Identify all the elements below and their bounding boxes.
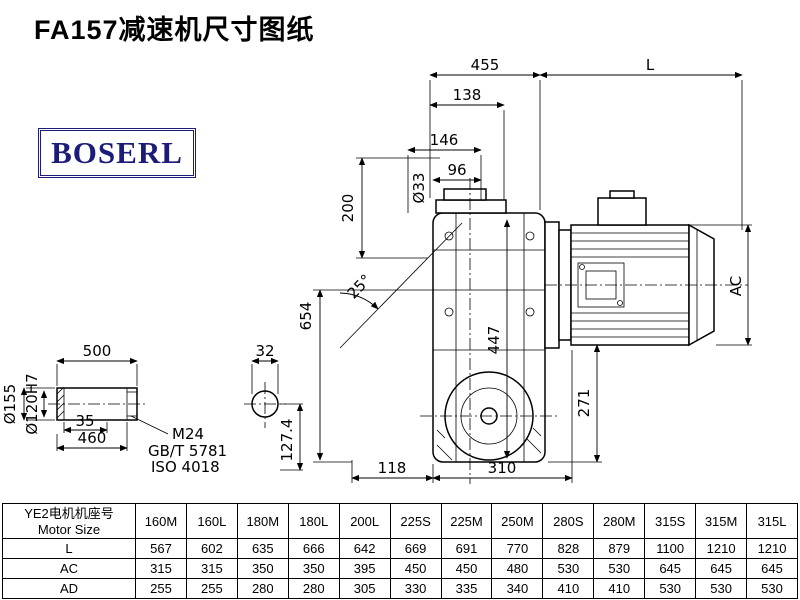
size-col-header: 225M xyxy=(440,503,493,539)
gearbox-housing xyxy=(432,188,546,463)
boserl-logo: BOSERL xyxy=(38,128,196,178)
boserl-logo-text: BOSERL xyxy=(51,135,183,170)
size-col-header: 280M xyxy=(593,503,646,539)
motor-size-header-en: Motor Size xyxy=(37,521,101,537)
callout-m24: M24 xyxy=(172,425,204,443)
size-col-header: 250M xyxy=(491,503,544,539)
table-cell: 645 xyxy=(695,558,748,579)
table-cell: 691 xyxy=(440,538,493,559)
table-cell: 305 xyxy=(338,578,391,599)
table-cell: 602 xyxy=(185,538,238,559)
table-cell: 1210 xyxy=(746,538,798,559)
table-cell: 315 xyxy=(135,558,187,579)
table-cell: 645 xyxy=(746,558,798,579)
table-cell: 410 xyxy=(542,578,595,599)
table-cell: 530 xyxy=(593,558,646,579)
size-col-header: 200L xyxy=(338,503,391,539)
dim-118: 118 xyxy=(378,459,407,477)
row-label-AD: AD xyxy=(2,578,136,599)
table-cell: 1210 xyxy=(695,538,748,559)
table-cell: 530 xyxy=(542,558,595,579)
dim-25deg: 25° xyxy=(344,271,375,303)
table-cell: 530 xyxy=(746,578,798,599)
size-col-header: 280S xyxy=(542,503,595,539)
table-cell: 395 xyxy=(338,558,391,579)
row-label-L: L xyxy=(2,538,136,559)
table-row-L: L 567 602 635 666 642 669 691 770 828 87… xyxy=(2,538,798,559)
page-title: FA157减速机尺寸图纸 xyxy=(34,15,315,45)
motor xyxy=(544,190,715,349)
size-col-header: 315M xyxy=(695,503,748,539)
callout-iso4018: ISO 4018 xyxy=(151,458,220,476)
table-cell: 480 xyxy=(491,558,544,579)
dim-460: 460 xyxy=(78,429,107,447)
table-cell: 669 xyxy=(389,538,442,559)
size-col-header: 315L xyxy=(746,503,798,539)
table-cell: 879 xyxy=(593,538,646,559)
dim-dia120: Ø120H7 xyxy=(23,373,41,434)
table-cell: 350 xyxy=(236,558,289,579)
dim-146: 146 xyxy=(430,131,459,149)
table-cell: 450 xyxy=(389,558,442,579)
table-cell: 530 xyxy=(695,578,748,599)
dim-dia155: Ø155 xyxy=(1,384,19,424)
dim-35: 35 xyxy=(75,412,94,430)
row-label-AC: AC xyxy=(2,558,136,579)
table-cell: 410 xyxy=(593,578,646,599)
dim-447: 447 xyxy=(485,326,503,355)
table-cell: 340 xyxy=(491,578,544,599)
table-cell: 770 xyxy=(491,538,544,559)
dim-32: 32 xyxy=(255,342,274,360)
dimension-drawing: 455 L 138 146 96 Ø33 200 xyxy=(1,56,752,484)
size-col-header: 225S xyxy=(389,503,442,539)
dim-271: 271 xyxy=(575,389,593,418)
output-shaft-detail xyxy=(48,387,169,435)
table-cell: 450 xyxy=(440,558,493,579)
size-col-header: 180L xyxy=(287,503,340,539)
dim-310: 310 xyxy=(488,459,517,477)
size-col-header: 160L xyxy=(185,503,238,539)
dim-500: 500 xyxy=(83,342,112,360)
table-cell: 255 xyxy=(135,578,187,599)
table-cell: 255 xyxy=(185,578,238,599)
table-cell: 280 xyxy=(287,578,340,599)
dim-200: 200 xyxy=(339,194,357,223)
dim-dia33: Ø33 xyxy=(410,173,428,204)
dim-138: 138 xyxy=(453,86,482,104)
shaft-end-view xyxy=(244,382,286,428)
callout-gbt5781: GB/T 5781 xyxy=(148,442,227,460)
dim-455: 455 xyxy=(471,56,500,74)
motor-size-header-cn: YE2电机机座号 xyxy=(24,505,114,521)
table-cell: 635 xyxy=(236,538,289,559)
table-cell: 645 xyxy=(644,558,697,579)
dim-L: L xyxy=(646,56,655,74)
table-cell: 642 xyxy=(338,538,391,559)
table-cell: 350 xyxy=(287,558,340,579)
centerlines xyxy=(420,178,748,484)
dim-654: 654 xyxy=(297,302,315,331)
table-cell: 315 xyxy=(185,558,238,579)
table-cell: 828 xyxy=(542,538,595,559)
dim-AC: AC xyxy=(727,276,745,296)
dim-96: 96 xyxy=(447,161,466,179)
table-cell: 666 xyxy=(287,538,340,559)
motor-size-header: YE2电机机座号 Motor Size xyxy=(2,503,136,539)
dim-127-4: 127.4 xyxy=(278,419,296,462)
table-row-AC: AC 315 315 350 350 395 450 450 480 530 5… xyxy=(2,558,798,579)
size-col-header: 315S xyxy=(644,503,697,539)
table-cell: 335 xyxy=(440,578,493,599)
table-row-AD: AD 255 255 280 280 305 330 335 340 410 4… xyxy=(2,578,798,599)
motor-size-table: YE2电机机座号 Motor Size 160M 160L 180M 180L … xyxy=(2,503,798,599)
table-cell: 567 xyxy=(135,538,187,559)
table-header-row: YE2电机机座号 Motor Size 160M 160L 180M 180L … xyxy=(2,503,798,539)
size-col-header: 160M xyxy=(135,503,187,539)
table-cell: 280 xyxy=(236,578,289,599)
size-col-header: 180M xyxy=(236,503,289,539)
table-cell: 530 xyxy=(644,578,697,599)
table-cell: 1100 xyxy=(644,538,697,559)
terminal-box xyxy=(597,197,647,226)
dimensions: 455 L 138 146 96 Ø33 200 xyxy=(1,56,752,483)
table-cell: 330 xyxy=(389,578,442,599)
